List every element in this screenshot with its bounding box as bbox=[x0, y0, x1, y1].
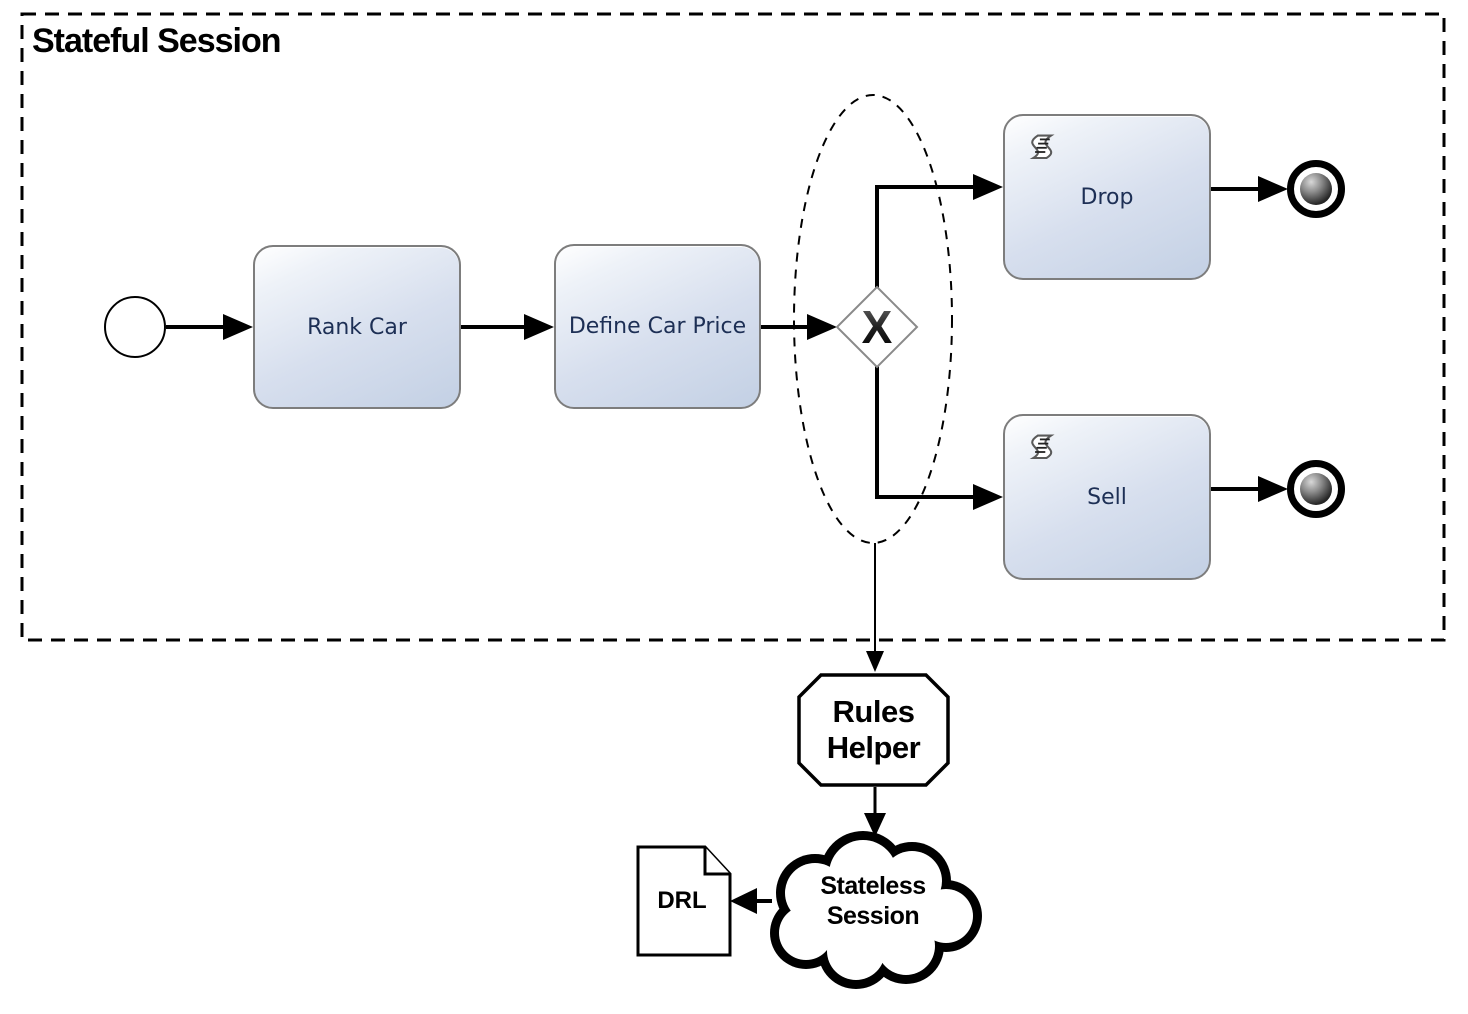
drl-label: DRL bbox=[657, 887, 707, 914]
drl-document-node: DRL bbox=[638, 847, 726, 955]
arrowhead-icon bbox=[864, 813, 886, 837]
end-event bbox=[1287, 160, 1345, 218]
drl-document-shape bbox=[636, 845, 732, 957]
arrowhead-icon bbox=[973, 484, 1003, 510]
arrowhead-icon bbox=[730, 888, 757, 914]
task-label: Rank Car bbox=[307, 314, 407, 340]
rules-helper-label-line2: Helper bbox=[826, 730, 921, 765]
end-event-fill bbox=[1300, 173, 1332, 205]
gateway-highlight-ellipse bbox=[793, 94, 953, 544]
end-event-fill bbox=[1300, 473, 1332, 505]
task-sell: Sell bbox=[1003, 414, 1211, 580]
page-fold-icon bbox=[703, 847, 730, 876]
scroll-icon bbox=[1029, 134, 1055, 160]
arrowhead-icon bbox=[223, 314, 253, 340]
arrowhead-icon bbox=[524, 314, 554, 340]
flow-gateway-to-drop bbox=[875, 185, 981, 289]
stateful-session-boundary bbox=[20, 12, 1446, 642]
arrowhead-icon bbox=[866, 651, 884, 672]
end-event bbox=[1287, 460, 1345, 518]
task-label: Drop bbox=[1080, 184, 1134, 210]
stateless-session-node: Stateless Session bbox=[772, 868, 974, 934]
rules-helper-node: Rules Helper bbox=[799, 675, 948, 785]
scroll-icon bbox=[1029, 434, 1055, 460]
rules-helper-label-line1: Rules bbox=[832, 694, 915, 730]
exclusive-gateway: X bbox=[835, 285, 919, 369]
arrowhead-icon bbox=[973, 174, 1003, 200]
task-label: Sell bbox=[1087, 484, 1127, 510]
arrowhead-icon bbox=[807, 314, 837, 340]
stateful-session-label: Stateful Session bbox=[32, 22, 282, 60]
rules-helper-shape bbox=[797, 673, 950, 787]
task-rank-car: Rank Car bbox=[253, 245, 461, 409]
arrowhead-icon bbox=[1258, 176, 1288, 202]
task-define-car-price: Define Car Price bbox=[554, 244, 761, 409]
task-drop: Drop bbox=[1003, 114, 1211, 280]
stateless-session-cloud bbox=[770, 831, 982, 989]
stateless-session-label-line2: Session bbox=[826, 902, 920, 930]
flow-gateway-to-sell bbox=[875, 365, 981, 499]
gateway-x-icon: X bbox=[862, 301, 893, 353]
stateless-session-label-line1: Stateless bbox=[820, 872, 926, 900]
task-label: Define Car Price bbox=[568, 314, 747, 339]
arrowhead-icon bbox=[1258, 476, 1288, 502]
start-event bbox=[104, 296, 166, 358]
